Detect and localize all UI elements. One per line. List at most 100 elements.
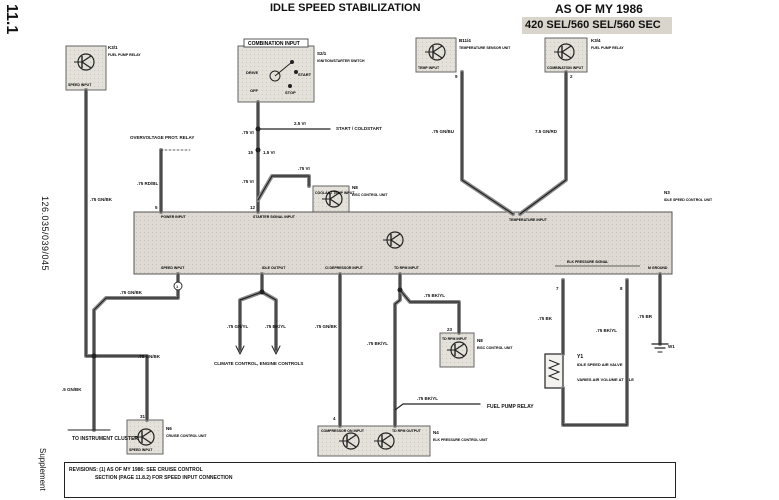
temp-sender-code: B11/4 [459, 38, 471, 43]
revision-note: REVISIONS: (1) AS OF MY 1986: SEE CRUISE… [69, 466, 232, 482]
pin-number: 12 [250, 205, 256, 210]
wire-label: .75 RD/BL [137, 181, 159, 186]
cruise-code: N6 [166, 426, 172, 431]
elk-name: ELK PRESSURE CONTROL UNIT [433, 438, 488, 442]
wire-harness [67, 70, 669, 432]
pin-number: 9 [455, 74, 458, 79]
relay-right-name: FUEL PUMP RELAY [591, 46, 624, 50]
eisc-mid-code: N8 [477, 338, 483, 343]
idle-speed-control-unit: POWER INPUT STARTER SIGNAL INPUT TEMPERA… [133, 190, 713, 275]
wire-label: .75 GN/BK [315, 324, 338, 329]
eisc-top-tag: COOLANT TEMP INPUT [315, 191, 355, 195]
fuel-pump-relay-left: SPEED INPUT K3/1 FUEL PUMP RELAY [65, 45, 141, 91]
wire-label: .75 GN/BK [90, 197, 113, 202]
wire-labels: .75 GN/BK .75 RD/BL .75 VI 1.5 VI .75 VI… [62, 121, 653, 401]
ctrl-input-temp: TEMPERATURE INPUT [509, 218, 548, 222]
pin-number: 8 [620, 286, 623, 291]
switch-name: IGNITION/STARTER SWITCH [317, 59, 365, 63]
climate-label: CLIMATE CONTROL, ENGINE CONTROLS [214, 361, 303, 366]
arrow-down-icon [271, 345, 281, 355]
pin-number: 1 [176, 284, 179, 289]
wire-label: .75 GN/BK [138, 354, 161, 359]
wire-label: .75 GN/YL [227, 324, 249, 329]
valve-name: IDLE SPEED AIR VALVE [577, 362, 623, 367]
instrument-cluster-label: TO INSTRUMENT CLUSTER [72, 436, 138, 442]
eisc-top-name: EISC CONTROL UNIT [352, 193, 388, 197]
arrow-down-icon [235, 345, 245, 355]
relay-right-tag: COMBINATION INPUT [547, 66, 584, 70]
cruise-control-unit: SPEED INPUT N6 CRUISE CONTROL UNIT [126, 419, 207, 455]
pin-number: 5 [155, 205, 158, 210]
switch-pivot-icon [269, 70, 281, 82]
relay-left-tag: SPEED INPUT [68, 83, 92, 87]
ctrl-output-rpm: TD RPM INPUT [394, 266, 420, 270]
ctrl-output-depressor: CI DEPRESSOR INPUT [325, 266, 364, 270]
ctrl-output-elk: ELK PRESSURE SIGNAL [567, 260, 609, 264]
switch-code: S2/1 [317, 51, 327, 56]
pin-number: 31 [140, 414, 146, 419]
relay-right-code: K3/4 [591, 38, 601, 43]
wire-label: .75 BR [638, 314, 653, 319]
pin-number: 7 [556, 286, 559, 291]
controller-name: IDLE SPEED CONTROL UNIT [664, 198, 713, 202]
temp-sender-tag: TEMP INPUT [418, 66, 440, 70]
model-list-banner: 420 SEL/560 SEL/560 SEC [522, 17, 672, 34]
pin-number: 2 [570, 74, 573, 79]
revision-line-1: REVISIONS: (1) AS OF MY 1986: SEE CRUISE… [69, 467, 203, 473]
wire-label: 1.5 VI [263, 150, 275, 155]
cruise-tag: SPEED INPUT [129, 448, 153, 452]
valve-code: Y1 [577, 354, 583, 360]
wire-label: .75 BK/YL [424, 293, 445, 298]
pin-number: 23 [447, 327, 453, 332]
switch-pos-drive: DRIVE [246, 70, 259, 75]
ignition-starter-switch: COMBINATION INPUT DRIVE START STOP OFF S… [237, 38, 365, 103]
ctrl-output-speed: SPEED INPUT [161, 266, 185, 270]
overvoltage-label: OVERVOLTAGE PROT. RELAY [130, 135, 194, 140]
ctrl-input-power: POWER INPUT [161, 215, 187, 219]
ground-symbol-icon [651, 343, 669, 353]
wire-label: .75 GN/BK [120, 290, 143, 295]
temperature-sender-unit: TEMP INPUT B11/4 TEMPERATURE SENSOR UNIT [415, 37, 511, 73]
pin-numbers: 5 12 15 9 2 1 7 8 31 23 4 [140, 74, 623, 421]
idle-speed-air-valve: Y1 IDLE SPEED AIR VALVE VARIES AIR VOLUM… [544, 353, 634, 389]
elk-tag-1: COMPRESSOR ON INPUT [321, 429, 365, 433]
switch-tag: COMBINATION INPUT [248, 41, 300, 47]
switch-pos-start: START [298, 72, 312, 77]
wire-label: 7.5 GN/RD [535, 129, 558, 134]
eisc-mid-name: EISC CONTROL UNIT [477, 346, 513, 350]
diagram-title: IDLE SPEED STABILIZATION [270, 2, 421, 14]
wire-label: .75 BK/YL [417, 396, 438, 401]
ctrl-input-starter: STARTER SIGNAL INPUT [253, 215, 296, 219]
elk-tag-2: TD RPM OUTPUT [392, 429, 422, 433]
ctrl-output-ground: M GROUND [648, 266, 668, 270]
wire-label: .75 BK/YL [367, 341, 388, 346]
eisc-control-unit-top: COOLANT TEMP INPUT N8 EISC CONTROL UNIT [312, 185, 388, 213]
valve-coil-icon [547, 359, 561, 381]
elk-code: N4 [433, 430, 439, 435]
wire-label: 2.5 VI [294, 121, 306, 126]
wire-label: .75 VI [242, 179, 254, 184]
cruise-name: CRUISE CONTROL UNIT [166, 434, 207, 438]
eisc-top-code: N8 [352, 185, 358, 190]
revision-line-2: SECTION (PAGE 11.8.2) FOR SPEED INPUT CO… [95, 475, 233, 481]
wire-label: .75 GN/BU [432, 129, 454, 134]
temp-sender-name: TEMPERATURE SENSOR UNIT [459, 46, 511, 50]
free-labels: OVERVOLTAGE PROT. RELAY START / COLDSTAR… [72, 126, 675, 442]
pin-number: 15 [248, 150, 254, 155]
fuel-pump-relay-right: COMBINATION INPUT K3/4 FUEL PUMP RELAY [544, 37, 624, 73]
wire-label: .75 VI [242, 130, 254, 135]
switch-off-mark: OFF [250, 88, 259, 93]
valve-desc: VARIES AIR VOLUME AT IDLE [577, 377, 634, 382]
eisc-control-unit-mid: TD RPM INPUT N8 EISC CONTROL UNIT [439, 332, 513, 368]
wire-label: .75 BK/YL [265, 324, 286, 329]
wire-label: .75 BK [538, 316, 553, 321]
eisc-mid-tag: TD RPM INPUT [442, 337, 468, 341]
start-label: START / COLDSTART [336, 126, 382, 131]
elk-pressure-control-unit: COMPRESSOR ON INPUT TD RPM OUTPUT N4 ELK… [317, 425, 488, 457]
relay-left-code: K3/1 [108, 45, 118, 50]
model-year-note: AS OF MY 1986 [555, 2, 643, 16]
wire-label: .5 GN/BK [62, 387, 82, 392]
pin-number: 4 [333, 416, 336, 421]
